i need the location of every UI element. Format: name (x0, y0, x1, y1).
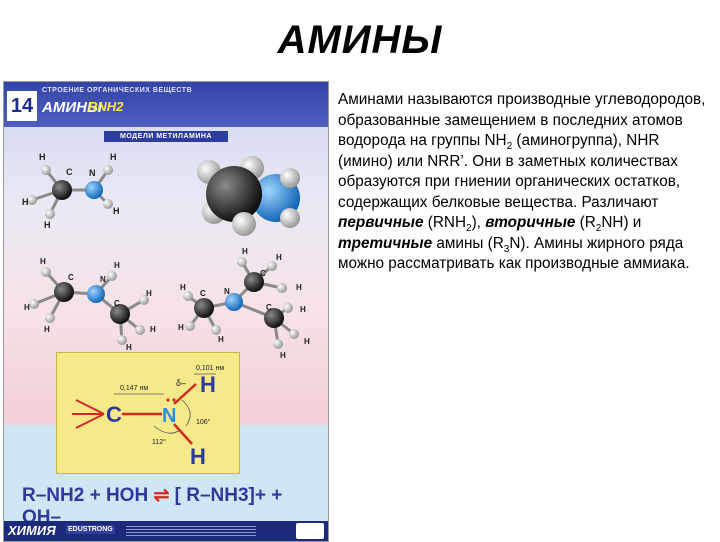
term-primary: первичные (338, 214, 424, 231)
bond-hydrogen-label-bottom: H (190, 444, 206, 469)
poster-footer: ХИМИЯ EDUSTRONG (4, 521, 328, 541)
amines-poster: 14 СТРОЕНИЕ ОРГАНИЧЕСКИХ ВЕЩЕСТВ АМИНЫ R… (3, 81, 329, 542)
equation-arrow: ⇌ (153, 485, 170, 506)
amines-definition-text: Аминами называются производные углеводор… (338, 90, 716, 275)
partial-charge: δ– (176, 378, 186, 388)
poster-topic-formula: RNH2 (88, 99, 124, 114)
text-segment: NH) и (601, 214, 642, 231)
molecule-diagrams: H H H C N H H (22, 152, 310, 469)
atom-label: H (44, 220, 51, 230)
model-caption: МОДЕЛИ МЕТИЛАМИНА (104, 131, 228, 142)
atom-label: H (44, 325, 50, 334)
cnh-angle: 112° (152, 438, 166, 446)
atom-label: C (200, 289, 206, 298)
bond-geometry-diagram (72, 373, 216, 445)
bond-carbon-label: C (106, 402, 122, 427)
atom-label: H (113, 206, 120, 216)
atom-label: H (242, 247, 248, 256)
atom-label: H (39, 152, 46, 162)
atom-label: C (68, 273, 74, 282)
footer-fine-print (126, 526, 256, 536)
atom-label: H (22, 197, 29, 207)
atom-label: N (89, 168, 96, 178)
hnh-angle: 106° (196, 418, 211, 426)
subscript: 2 (506, 141, 513, 153)
atom-label: H (126, 343, 132, 352)
carbon-atom (52, 180, 72, 200)
text-segment: Аминами называются производные углеводор… (338, 91, 706, 149)
atom-label: H (280, 351, 286, 360)
atom-label: H (178, 323, 184, 332)
text-segment: (RNH (423, 214, 467, 231)
bond-hydrogen-label-top: H (200, 372, 216, 397)
subscript: 2 (595, 223, 602, 235)
atom-label: H (146, 289, 152, 298)
subscript: 2 (466, 223, 472, 235)
cn-bond-length: 0,147 нм (120, 385, 148, 392)
atom-label: H (40, 257, 46, 266)
text-segment: амины (R (432, 234, 504, 252)
footer-publisher: EDUSTRONG (66, 525, 115, 534)
poster-series-caption: СТРОЕНИЕ ОРГАНИЧЕСКИХ ВЕЩЕСТВ (42, 87, 193, 94)
atom-label: C (266, 303, 272, 312)
nitrogen-atom (85, 181, 103, 199)
atom-label: N (100, 275, 106, 284)
atom-label: H (114, 261, 120, 270)
poster-number: 14 (7, 91, 37, 121)
methylamine-space-filling-model (197, 156, 300, 236)
atom-label: H (110, 152, 117, 162)
subscript: 3 (503, 243, 510, 255)
atom-label: H (218, 335, 224, 344)
atom-label: N (224, 287, 230, 296)
equation-left: R–NH2 + HOH (22, 485, 149, 506)
text-segment: ), (471, 214, 486, 231)
bond-nitrogen-label: N (162, 405, 176, 427)
atom-label: H (276, 253, 282, 262)
atom-label: H (296, 283, 302, 292)
nh-bond-length: 0,101 нм (196, 365, 224, 372)
slide-title: АМИНЫ (277, 18, 443, 62)
atom-label: H (304, 337, 310, 346)
term-tertiary: третичные (338, 234, 433, 252)
footer-logo-icon (296, 523, 324, 539)
footer-brand: ХИМИЯ (8, 523, 56, 538)
atom-label: H (24, 303, 30, 312)
term-secondary: вторичные (485, 214, 576, 231)
poster-header: 14 СТРОЕНИЕ ОРГАНИЧЕСКИХ ВЕЩЕСТВ АМИНЫ R… (4, 82, 328, 127)
atom-label: C (66, 167, 73, 177)
text-segment: (R (575, 214, 596, 231)
poster-topic: АМИНЫ (42, 99, 102, 116)
atom-label: H (150, 325, 156, 334)
atom-label: H (300, 305, 306, 314)
atom-label: H (180, 283, 186, 292)
atom-label: C (114, 299, 120, 308)
text-segment: (аминогруппа), NHR (имино) или NRR’. Они… (338, 132, 681, 211)
text-segment: N). Амины жирного ряда можно рассматрива… (338, 234, 690, 273)
atom-label: C (260, 269, 266, 278)
amine-models-atoms (29, 257, 299, 349)
